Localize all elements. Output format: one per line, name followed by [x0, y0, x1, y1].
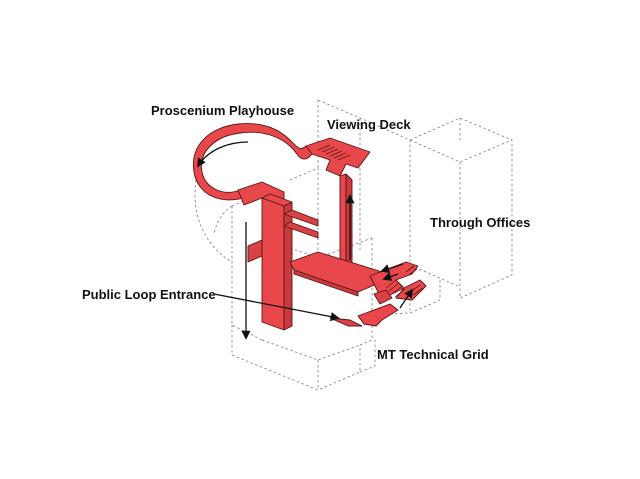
label-mt-technical-grid: MT Technical Grid [377, 347, 489, 362]
stair-icon [317, 144, 424, 298]
circulation-path [192, 123, 427, 331]
arrow-icon [197, 141, 414, 340]
label-viewing-deck: Viewing Deck [327, 117, 411, 132]
label-through-offices: Through Offices [430, 215, 531, 230]
entrance-ramp [357, 303, 399, 327]
viewing-deck [305, 137, 371, 177]
label-proscenium-playhouse: Proscenium Playhouse [151, 103, 295, 118]
public-loop-column [261, 197, 285, 331]
label-public-loop-entrance: Public Loop Entrance [82, 287, 216, 302]
